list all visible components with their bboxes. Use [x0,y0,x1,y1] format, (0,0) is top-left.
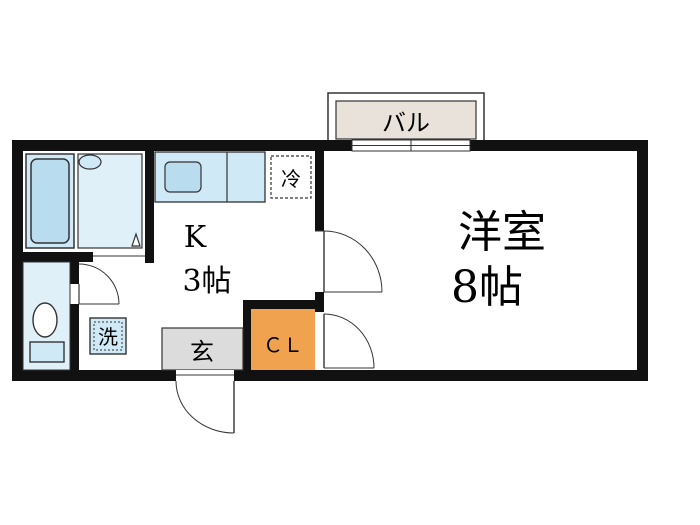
balcony-window [351,139,471,152]
western-room-size: 8帖 [451,262,523,313]
toilet-icon [32,302,58,338]
closet-door[interactable] [323,313,375,369]
kitchen-name: K [184,220,207,255]
basin-icon [78,154,102,170]
western-room-name: 洋室 [458,207,546,258]
kitchen-counter [154,151,266,203]
washer-label: 洗 [98,325,118,349]
entrance-door[interactable] [175,370,235,434]
room-door[interactable] [315,230,383,293]
bathroom [23,151,145,257]
fridge-label: 冷 [281,167,301,191]
outer-walls [12,140,648,381]
fridge: 冷 [270,155,312,199]
sink-icon [164,161,202,193]
closet: ＣＬ [251,309,315,370]
bathtub-icon [30,158,70,244]
balcony: バル [327,92,485,144]
washer: 洗 [89,317,127,355]
entrance-label: 玄 [190,338,214,366]
balcony-label: バル [382,109,430,137]
closet-label: ＣＬ [263,333,303,357]
toilet-room [22,261,120,371]
entrance: 玄 [161,327,244,371]
kitchen-size: 3帖 [182,264,231,299]
interior-walls [23,151,324,370]
